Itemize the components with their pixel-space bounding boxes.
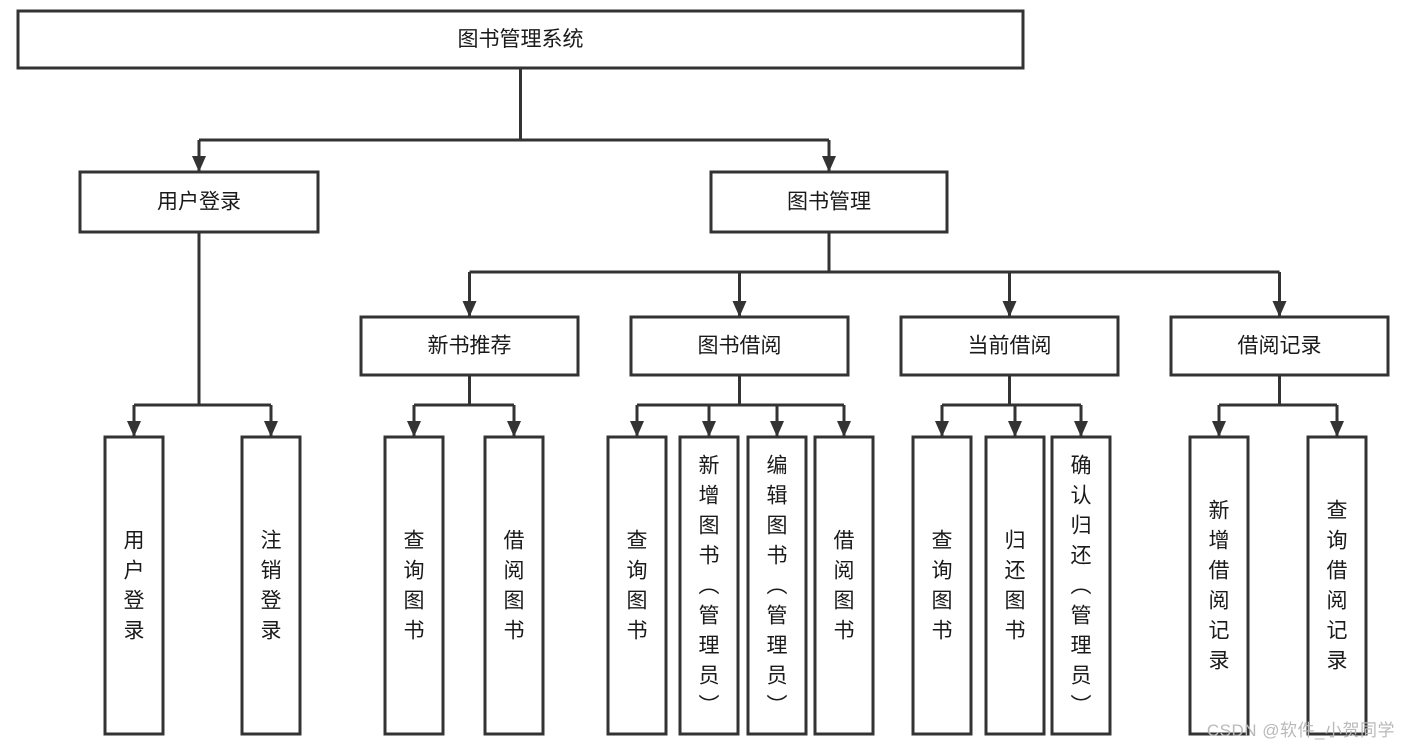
conn-node-user-login-arrow-0 — [127, 421, 141, 437]
root-library-management-system[interactable]: 图书管理系统 — [16, 9, 1025, 70]
leaf-user-logout-box[interactable] — [240, 435, 302, 736]
leaf-borrow-books-borrow-box[interactable] — [813, 435, 875, 736]
conn-bookmgmt-arrow-1 — [732, 301, 747, 317]
node-new-book-recommend[interactable]: 新书推荐 — [359, 315, 580, 377]
leaf-query-books-borrow[interactable]: 查询图书 — [606, 435, 668, 736]
leaf-borrow-books-borrow[interactable]: 借阅图书 — [813, 435, 875, 736]
conn-node-new-book-recommend-arrow-0 — [407, 421, 421, 437]
conn-root-arrow-1 — [822, 156, 836, 172]
node-book-management-box[interactable] — [709, 170, 949, 234]
leaf-return-book-label: 归还图书 — [1005, 530, 1026, 643]
conn-bookmgmt-arrow-2 — [1002, 301, 1017, 317]
conn-node-book-borrow-arrow-1 — [702, 421, 716, 437]
nodes-layer: 图书管理系统用户登录图书管理新书推荐图书借阅当前借阅借阅记录用户登录注销登录查询… — [16, 9, 1390, 736]
conn-node-book-borrow-arrow-2 — [770, 421, 784, 437]
conn-node-book-borrow-arrow-0 — [630, 421, 644, 437]
node-borrow-records-box[interactable] — [1169, 315, 1390, 377]
node-user-login-box[interactable] — [78, 170, 320, 234]
leaf-borrow-books-recommend[interactable]: 借阅图书 — [483, 435, 545, 736]
leaf-return-book[interactable]: 归还图书 — [984, 435, 1046, 736]
leaf-edit-book-admin-label: 编辑图书︵管理员︶ — [767, 455, 788, 718]
conn-node-new-book-recommend-arrow-1 — [507, 421, 521, 437]
leaf-edit-book-admin-box[interactable] — [746, 435, 808, 736]
root-library-management-system-box[interactable] — [16, 9, 1025, 70]
node-book-borrow[interactable]: 图书借阅 — [629, 315, 850, 377]
leaf-add-book-admin-label: 新增图书︵管理员︶ — [699, 455, 720, 718]
conn-root-arrow-0 — [192, 156, 206, 172]
leaf-add-borrow-record-label: 新增借阅记录 — [1209, 500, 1230, 673]
conn-node-borrow-records-arrow-1 — [1330, 421, 1344, 437]
node-current-borrow-label: 当前借阅 — [968, 335, 1052, 358]
node-book-management-label: 图书管理 — [787, 191, 871, 214]
leaf-borrow-books-borrow-label: 借阅图书 — [834, 530, 855, 643]
conn-bookmgmt-arrow-0 — [462, 301, 477, 317]
leaf-query-books-recommend[interactable]: 查询图书 — [383, 435, 445, 736]
leaf-add-book-admin-box[interactable] — [678, 435, 740, 736]
leaf-query-books-current-label: 查询图书 — [932, 530, 953, 643]
leaf-query-borrow-record-box[interactable] — [1306, 435, 1368, 736]
leaf-user-logout[interactable]: 注销登录 — [240, 435, 302, 736]
leaf-query-books-recommend-label: 查询图书 — [404, 530, 425, 643]
node-book-borrow-label: 图书借阅 — [698, 335, 782, 358]
node-new-book-recommend-box[interactable] — [359, 315, 580, 377]
leaf-user-login-box[interactable] — [103, 435, 165, 736]
node-user-login[interactable]: 用户登录 — [78, 170, 320, 234]
leaf-add-borrow-record[interactable]: 新增借阅记录 — [1188, 435, 1250, 736]
conn-node-book-borrow-arrow-3 — [837, 421, 851, 437]
node-current-borrow[interactable]: 当前借阅 — [899, 315, 1120, 377]
leaf-user-login-label: 用户登录 — [124, 530, 145, 643]
leaf-query-books-current[interactable]: 查询图书 — [911, 435, 973, 736]
leaf-confirm-return-admin-box[interactable] — [1050, 435, 1112, 736]
leaf-query-borrow-record-label: 查询借阅记录 — [1327, 500, 1348, 673]
leaf-query-books-borrow-label: 查询图书 — [627, 530, 648, 643]
conn-node-current-borrow-arrow-0 — [935, 421, 949, 437]
conn-node-user-login-arrow-1 — [264, 421, 278, 437]
conn-node-current-borrow-arrow-1 — [1008, 421, 1022, 437]
leaf-return-book-box[interactable] — [984, 435, 1046, 736]
leaf-query-books-current-box[interactable] — [911, 435, 973, 736]
node-user-login-label: 用户登录 — [157, 191, 241, 214]
leaf-edit-book-admin[interactable]: 编辑图书︵管理员︶ — [746, 435, 808, 736]
node-borrow-records-label: 借阅记录 — [1238, 335, 1322, 358]
node-new-book-recommend-label: 新书推荐 — [428, 335, 512, 358]
leaf-confirm-return-admin-label: 确认归还︵管理员︶ — [1071, 455, 1092, 718]
connectors-layer — [127, 68, 1344, 437]
node-book-management[interactable]: 图书管理 — [709, 170, 949, 234]
leaf-borrow-books-recommend-box[interactable] — [483, 435, 545, 736]
leaf-confirm-return-admin[interactable]: 确认归还︵管理员︶ — [1050, 435, 1112, 736]
leaf-user-login[interactable]: 用户登录 — [103, 435, 165, 736]
leaf-borrow-books-recommend-label: 借阅图书 — [504, 530, 525, 643]
leaf-add-book-admin[interactable]: 新增图书︵管理员︶ — [678, 435, 740, 736]
conn-bookmgmt-arrow-3 — [1272, 301, 1287, 317]
leaf-query-books-borrow-box[interactable] — [606, 435, 668, 736]
conn-node-borrow-records-arrow-0 — [1212, 421, 1226, 437]
leaf-query-books-recommend-box[interactable] — [383, 435, 445, 736]
node-borrow-records[interactable]: 借阅记录 — [1169, 315, 1390, 377]
node-current-borrow-box[interactable] — [899, 315, 1120, 377]
conn-node-current-borrow-arrow-2 — [1074, 421, 1088, 437]
leaf-add-borrow-record-box[interactable] — [1188, 435, 1250, 736]
leaf-user-logout-label: 注销登录 — [261, 530, 282, 643]
root-library-management-system-label: 图书管理系统 — [458, 28, 584, 51]
node-book-borrow-box[interactable] — [629, 315, 850, 377]
leaf-query-borrow-record[interactable]: 查询借阅记录 — [1306, 435, 1368, 736]
